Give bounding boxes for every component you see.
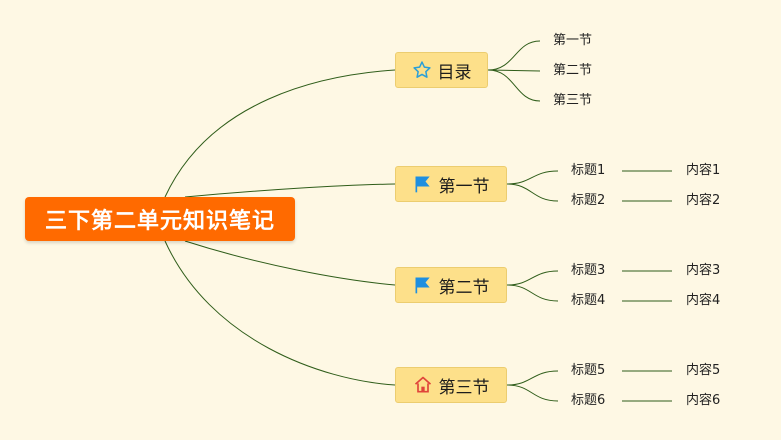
topic-content-5[interactable]: 内容5 bbox=[686, 363, 721, 378]
branch-section-3[interactable]: 第三节 bbox=[395, 367, 507, 403]
connector-toc-1 bbox=[487, 40, 541, 71]
connector-s3-t5 bbox=[506, 370, 559, 386]
flag-icon bbox=[413, 275, 433, 295]
connector-s2-t4 bbox=[506, 284, 559, 302]
topic-title-5[interactable]: 标题5 bbox=[571, 363, 606, 378]
branch-section-2[interactable]: 第二节 bbox=[395, 267, 507, 303]
root-topic-label: 三下第二单元知识笔记 bbox=[44, 209, 275, 234]
connector-root-toc bbox=[164, 69, 396, 198]
connector-root-section1 bbox=[184, 183, 396, 198]
toc-item-1[interactable]: 第一节 bbox=[553, 33, 593, 48]
topic-title-1[interactable]: 标题1 bbox=[571, 163, 606, 178]
topic-title-4[interactable]: 标题4 bbox=[571, 293, 606, 308]
home-icon bbox=[413, 375, 433, 395]
root-topic[interactable]: 三下第二单元知识笔记 bbox=[25, 197, 295, 241]
topic-title-3[interactable]: 标题3 bbox=[571, 263, 606, 278]
connector-root-section2 bbox=[184, 240, 396, 286]
toc-item-2[interactable]: 第二节 bbox=[553, 63, 593, 78]
topic-title-2[interactable]: 标题2 bbox=[571, 193, 606, 208]
topic-content-1[interactable]: 内容1 bbox=[686, 163, 721, 178]
connector-s2-t3 bbox=[506, 270, 559, 286]
connector-root-section3 bbox=[164, 240, 396, 386]
branch-toc[interactable]: 目录 bbox=[395, 52, 488, 88]
topic-content-2[interactable]: 内容2 bbox=[686, 193, 721, 208]
topic-title-6[interactable]: 标题6 bbox=[571, 393, 606, 408]
topic-content-6[interactable]: 内容6 bbox=[686, 393, 721, 408]
branch-section-1[interactable]: 第一节 bbox=[395, 166, 507, 202]
connector-s3-t6 bbox=[506, 384, 559, 402]
connector-s1-t1 bbox=[506, 170, 559, 185]
branch-section-3-label: 第三节 bbox=[438, 377, 490, 398]
connector-s1-t2 bbox=[506, 183, 559, 202]
topic-content-3[interactable]: 内容3 bbox=[686, 263, 721, 278]
flag-icon bbox=[413, 174, 433, 194]
branch-section-2-label: 第二节 bbox=[438, 277, 490, 298]
connector-toc-3 bbox=[487, 69, 541, 102]
connector-toc-2 bbox=[487, 69, 541, 72]
topic-content-4[interactable]: 内容4 bbox=[686, 293, 721, 308]
branch-section-1-label: 第一节 bbox=[438, 176, 490, 197]
branch-toc-label: 目录 bbox=[437, 62, 472, 83]
toc-item-3[interactable]: 第三节 bbox=[553, 93, 593, 108]
star-outline-icon bbox=[412, 60, 432, 80]
